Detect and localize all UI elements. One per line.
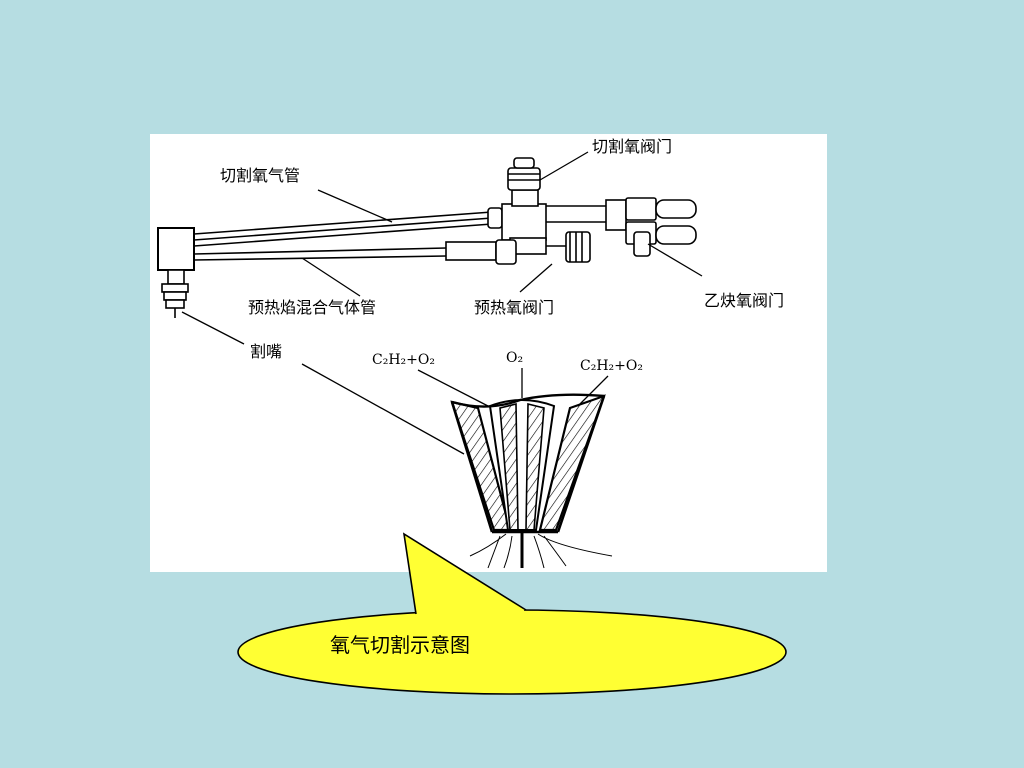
label-nozzle: 割嘴 [250,342,282,361]
gas-leaders [417,368,609,407]
gas-label-right: C₂H₂+O₂ [580,358,643,374]
label-cutting-oxygen-valve: 切割氧阀门 [592,137,672,156]
nozzle-cross-section [450,393,613,569]
label-acetylene-valve: 乙炔氧阀门 [704,291,784,310]
gas-label-left: C₂H₂+O₂ [372,352,435,368]
leader-lines [181,151,703,455]
label-cutting-oxygen-pipe: 切割氧气管 [220,166,300,185]
caption-text: 氧气切割示意图 [330,633,470,657]
label-preheat-oxygen-valve: 预热氧阀门 [474,298,554,317]
cutting-torch [157,157,697,318]
label-preheat-mix-pipe: 预热焰混合气体管 [248,298,376,317]
gas-label-center: O₂ [506,350,523,366]
caption-callout [237,532,787,695]
